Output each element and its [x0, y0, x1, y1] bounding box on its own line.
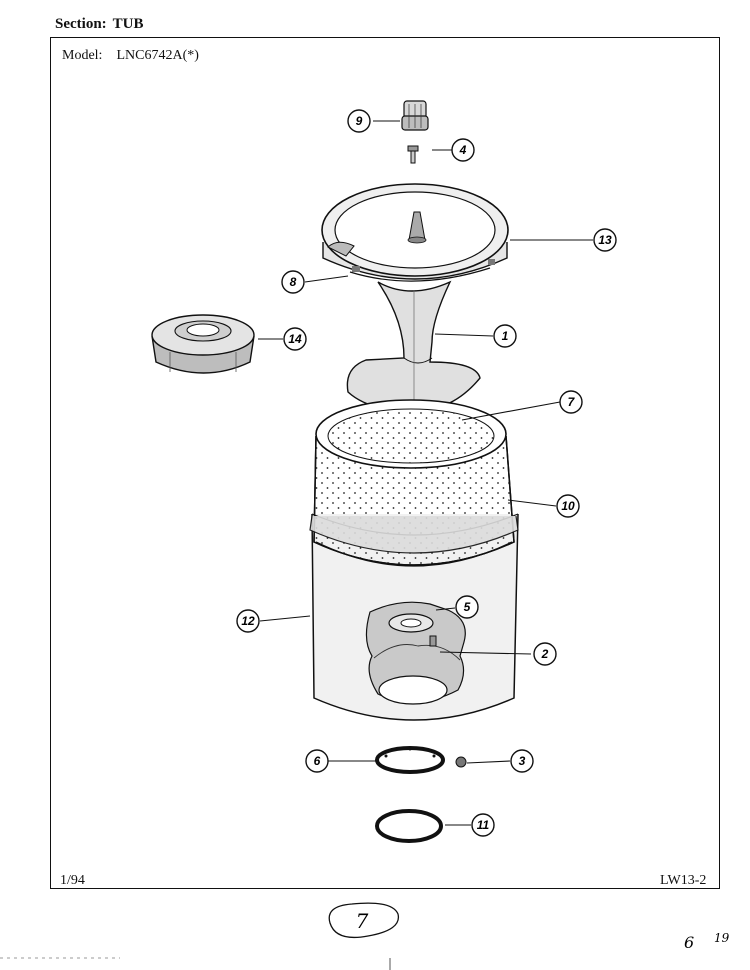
part-2-fastener	[429, 635, 437, 647]
callout-6-label: 6	[314, 754, 321, 768]
part-5-hub	[388, 613, 434, 633]
callout-12: 12	[236, 609, 260, 633]
callout-4-label: 4	[459, 143, 467, 157]
model-label: Model:	[62, 48, 103, 63]
part-1-agitator	[346, 280, 481, 411]
callout-10: 10	[556, 494, 580, 518]
model-value: LNC6742A(*)	[116, 48, 199, 63]
callout-8-label: 8	[290, 275, 297, 289]
part-11-ring-seal	[375, 809, 443, 843]
callout-6: 6	[305, 749, 329, 773]
callout-2-label: 2	[541, 647, 549, 661]
callout-4: 4	[451, 138, 475, 162]
part-13-tub-ring	[321, 183, 509, 280]
callout-3: 3	[510, 749, 534, 773]
callout-7-label: 7	[568, 395, 576, 409]
handwritten-corner-note-b: 19	[714, 931, 730, 945]
callout-9-label: 9	[356, 114, 363, 128]
section-title: Section: TUB	[55, 16, 144, 33]
callout-3-label: 3	[519, 754, 526, 768]
callout-12-label: 12	[241, 614, 255, 628]
callout-13: 13	[593, 228, 617, 252]
callout-11: 11	[471, 813, 495, 837]
footer-date: 1/94	[60, 873, 85, 888]
callout-14-label: 14	[288, 332, 302, 346]
leader-lines	[258, 120, 593, 826]
callout-13-label: 13	[598, 233, 612, 247]
callout-14: 14	[283, 327, 307, 351]
callout-10-label: 10	[561, 499, 575, 513]
callout-1: 1	[493, 324, 517, 348]
part-3-nut	[455, 756, 467, 768]
callout-7: 7	[559, 390, 583, 414]
section-value: TUB	[112, 16, 144, 32]
footer-page-code: LW13-2	[660, 873, 707, 888]
callout-9: 9	[347, 109, 371, 133]
handwritten-circled-number: 7	[356, 909, 369, 933]
section-label: Section:	[55, 16, 107, 32]
model-line: Model: LNC6742A(*)	[62, 48, 199, 64]
callout-5: 5	[455, 595, 479, 619]
diagram-frame	[50, 37, 720, 889]
callout-11-label: 11	[477, 818, 490, 832]
callout-5-label: 5	[464, 600, 471, 614]
part-14-balance-ring	[151, 314, 255, 374]
part-8-bottom-rim	[349, 267, 491, 282]
part-6-gasket	[375, 746, 445, 774]
callout-2: 2	[533, 642, 557, 666]
handwritten-circle-mark: 7	[328, 902, 400, 939]
handwritten-corner-note-a: 6	[684, 933, 694, 952]
part-10-spin-basket	[309, 399, 519, 567]
callout-8: 8	[281, 270, 305, 294]
part-9-cap	[401, 100, 429, 131]
callout-1-label: 1	[502, 329, 509, 343]
part-4-screw	[407, 145, 419, 164]
